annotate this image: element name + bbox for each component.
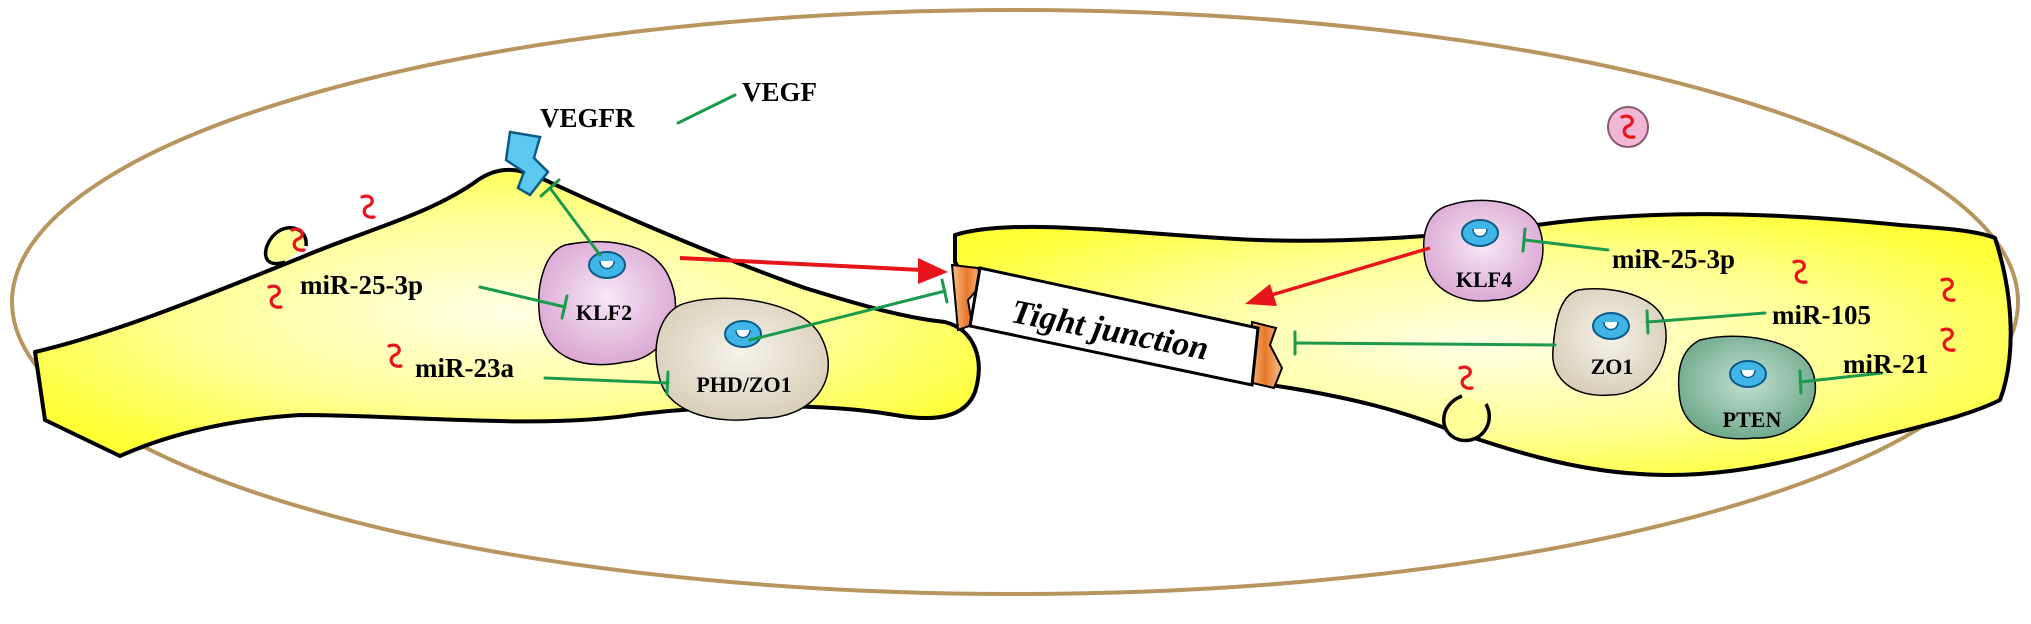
membrane-bleb-right <box>1442 394 1492 443</box>
mir21-pten-inhibition <box>1798 371 1884 384</box>
klf2-junction-arrow <box>679 256 923 272</box>
klf2-junction-arrowhead <box>918 258 948 284</box>
mir-25-3p-left-label: miR-25-3p <box>300 270 423 300</box>
mir25-klf4-inhibition-bar <box>1521 227 1527 253</box>
vegfr-vegf-line <box>676 93 737 125</box>
mir-23a-label: miR-23a <box>415 353 514 383</box>
mir21-pten-inhibition-bar <box>1798 369 1803 395</box>
zo1-protein <box>1552 288 1667 397</box>
zo1-label: ZO1 <box>1591 354 1634 379</box>
mir25-klf4-inhibition <box>1523 238 1610 252</box>
mir25-klf2-inhibition-bar <box>560 294 569 320</box>
klf2-vegfr-inhibition-bar <box>539 178 561 198</box>
nucleus-icon <box>1461 219 1499 247</box>
zo1-junction-inhibition <box>1293 341 1557 347</box>
receptor-icon <box>504 130 550 197</box>
klf4-junction-arrow <box>1267 246 1431 298</box>
klf2-label: KLF2 <box>576 300 632 325</box>
phd-zo1-label: PHD/ZO1 <box>696 372 791 397</box>
nucleus-icon <box>724 320 762 348</box>
phd-junction-inhibition-bar <box>940 278 949 304</box>
mir-25-3p-right-label: miR-25-3p <box>1612 244 1735 274</box>
mir25-klf2-inhibition <box>478 285 567 309</box>
phd-junction-inhibition <box>748 289 947 342</box>
inhibition-lines <box>478 93 1884 396</box>
phd-zo1-protein <box>655 297 830 421</box>
mir23a-phd-inhibition <box>543 376 670 385</box>
klf4-junction-arrowhead <box>1245 284 1277 306</box>
nucleus-icon <box>1729 360 1767 388</box>
mir105-zo1-inhibition <box>1645 311 1767 324</box>
nucleus-icon <box>588 251 626 279</box>
mir-105-label: miR-105 <box>1772 300 1871 330</box>
nucleus-icon <box>1592 312 1630 340</box>
klf2-protein <box>538 241 677 366</box>
klf4-protein <box>1423 199 1544 302</box>
activation-arrows <box>679 246 1431 306</box>
mir23a-phd-inhibition-bar <box>665 370 670 396</box>
mir105-zo1-inhibition-bar <box>1645 309 1650 335</box>
vegf-label: VEGF <box>742 77 817 107</box>
klf4-label: KLF4 <box>1456 267 1512 292</box>
pten-label: PTEN <box>1723 407 1782 432</box>
mir-21-label: miR-21 <box>1843 349 1928 379</box>
vesicle-icon <box>1607 106 1649 148</box>
klf2-vegfr-inhibition <box>548 186 602 257</box>
vegfr-label: VEGFR <box>540 103 635 133</box>
